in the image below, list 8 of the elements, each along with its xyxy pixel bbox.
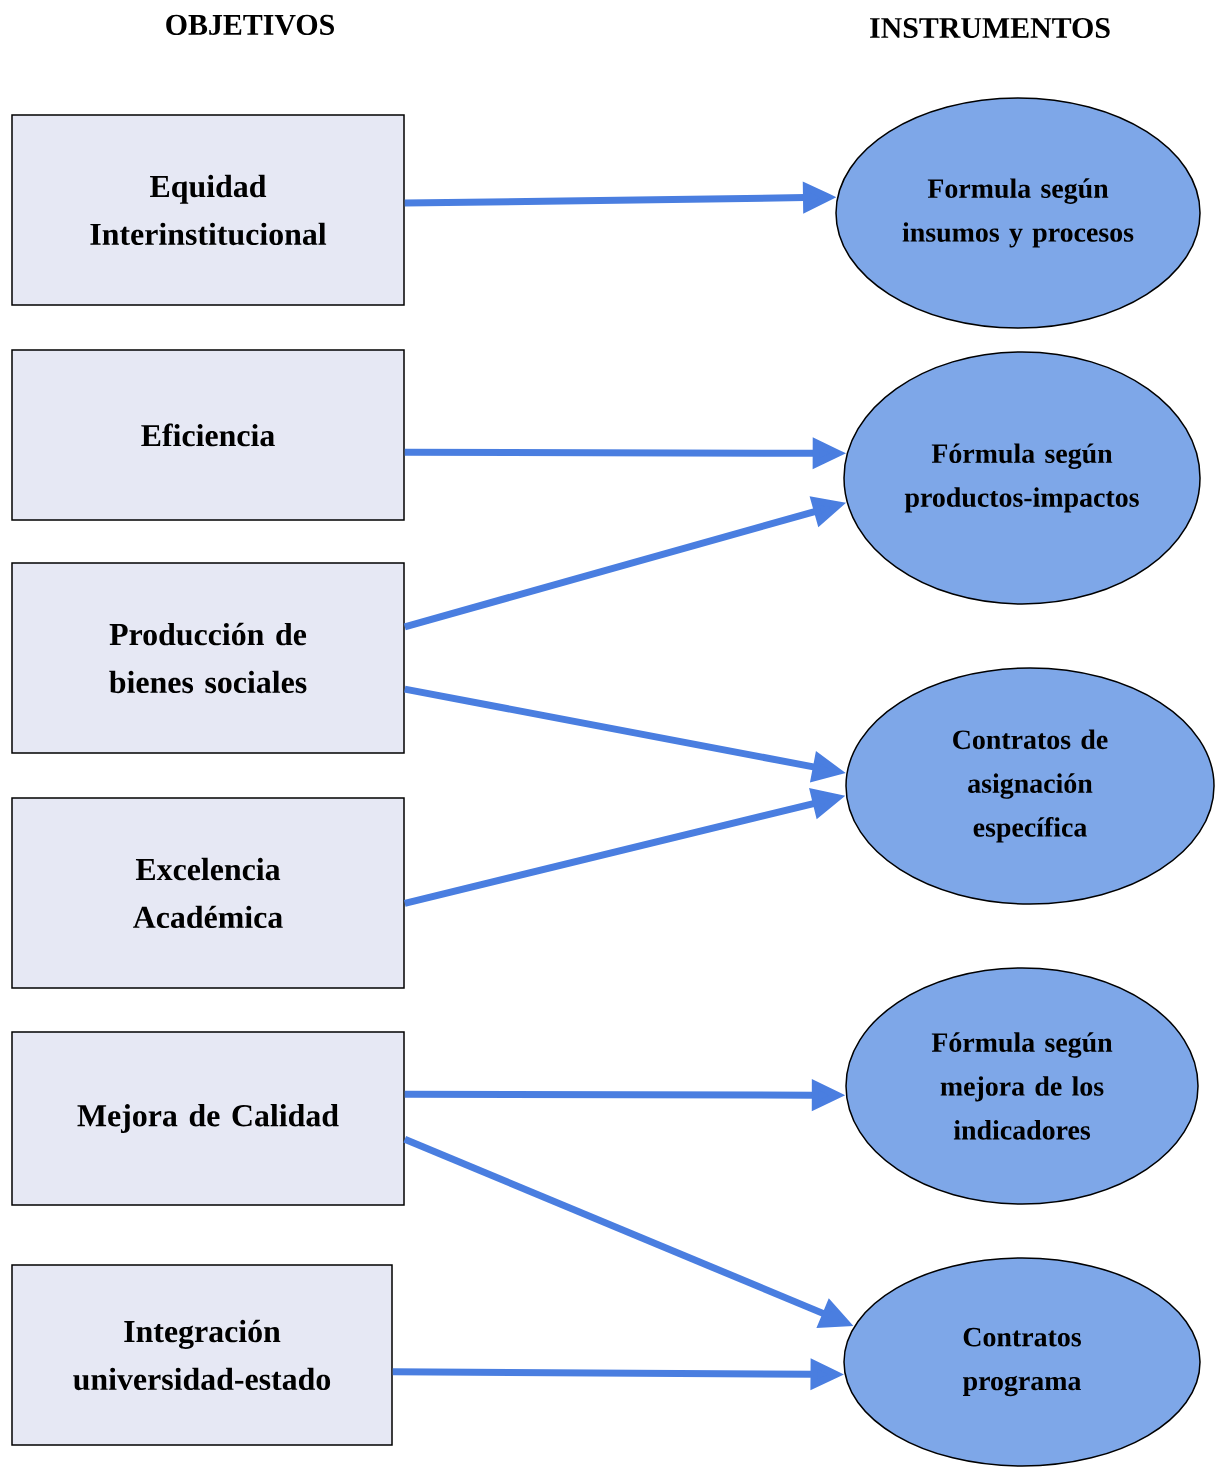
objective-box: Mejora de Calidad — [11, 1031, 405, 1206]
column-heading: INSTRUMENTOS — [870, 17, 1110, 39]
column-heading: OBJETIVOS — [166, 14, 334, 36]
objective-box: Integración universidad-estado — [11, 1264, 393, 1446]
objective-box: Producción de bienes sociales — [11, 562, 405, 754]
objective-box: Excelencia Académica — [11, 797, 405, 989]
objective-box: Equidad Interinstitucional — [11, 114, 405, 306]
objective-box: Eficiencia — [11, 349, 405, 521]
